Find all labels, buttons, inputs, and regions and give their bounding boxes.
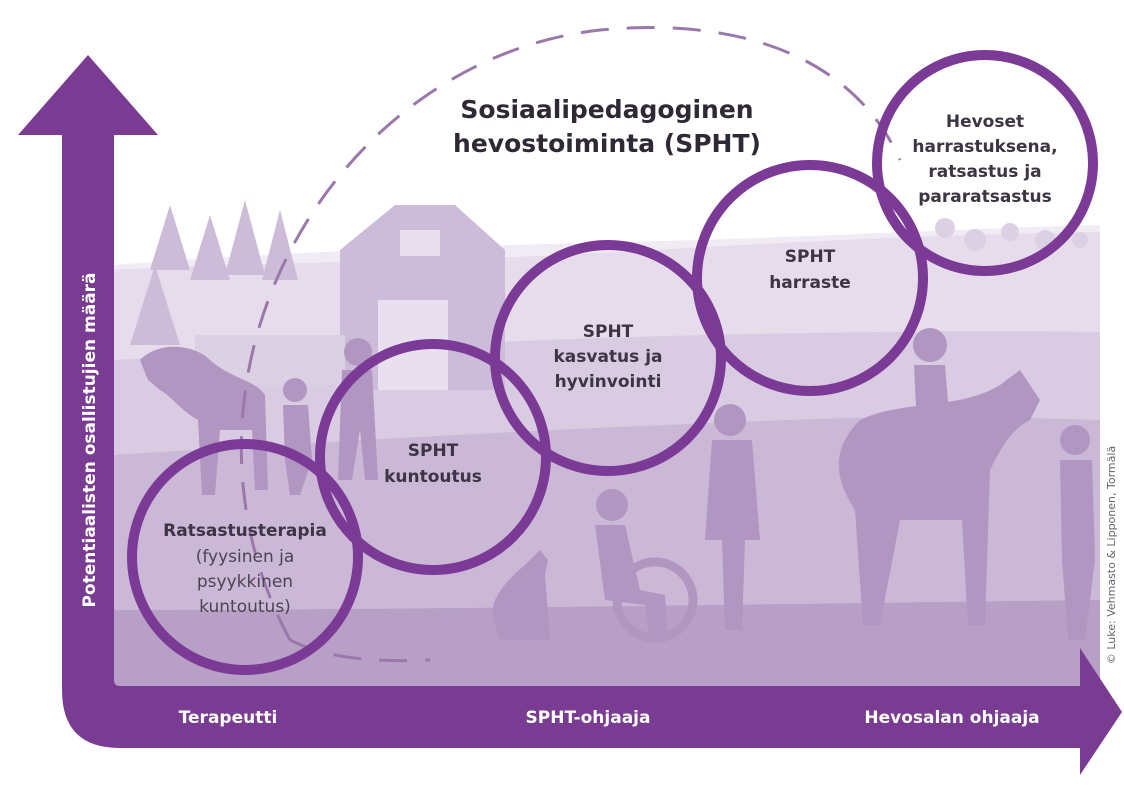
title-line-2: hevostoiminta (SPHT) bbox=[453, 129, 761, 158]
circle-5-line-2: harrastuksena, bbox=[912, 137, 1057, 157]
x-axis-label-spht-ohjaaja: SPHT-ohjaaja bbox=[526, 708, 651, 728]
foreground-field bbox=[112, 600, 1100, 690]
circle-3-line-2: kasvatus ja bbox=[553, 347, 662, 367]
people-horses-silhouettes bbox=[140, 328, 1095, 643]
y-axis-label: Potentiaalisten osallistujien määrä bbox=[80, 272, 100, 607]
dashed-arc bbox=[239, 26, 902, 641]
axis-arrow-shape bbox=[18, 55, 1122, 775]
circle-4-line-1: SPHT bbox=[785, 247, 836, 267]
circle-1-sub-2: psyykkinen bbox=[197, 572, 293, 592]
title-line-1: Sosiaalipedagoginen bbox=[460, 95, 753, 124]
circle-3-line-3: hyvinvointi bbox=[555, 372, 662, 392]
circle-1-sub-3: kuntoutus) bbox=[199, 597, 291, 617]
round-trees bbox=[935, 218, 1088, 251]
circle-3-line-1: SPHT bbox=[583, 322, 634, 342]
circle-1-sub-1: (fyysinen ja bbox=[196, 547, 295, 567]
circle-texts: Ratsastusterapia (fyysinen ja psyykkinen… bbox=[163, 112, 1057, 617]
circle-1-title: Ratsastusterapia bbox=[163, 521, 327, 541]
x-axis-label-terapeutti: Terapeutti bbox=[179, 708, 278, 728]
dashed-arc-lower bbox=[289, 638, 431, 663]
diagram-title: Sosiaalipedagoginen hevostoiminta (SPHT) bbox=[453, 95, 761, 158]
circle-5-line-1: Hevoset bbox=[946, 112, 1024, 132]
axes bbox=[18, 55, 1122, 775]
circle-spht-harraste bbox=[692, 160, 928, 396]
circle-2-line-1: SPHT bbox=[408, 441, 459, 461]
x-axis-label-hevosalan-ohjaaja: Hevosalan ohjaaja bbox=[864, 708, 1039, 728]
circle-spht-kasvatus bbox=[490, 240, 726, 476]
circle-ratsastusterapia bbox=[127, 439, 363, 675]
stage-circles bbox=[127, 50, 1098, 675]
circle-hevoset-harrastuksena bbox=[872, 50, 1098, 276]
circle-5-line-4: pararatsastus bbox=[918, 187, 1052, 207]
pine-trees bbox=[130, 200, 298, 345]
credit-text: © Luke: Vehmasto & Lipponen, Tormälä bbox=[1105, 446, 1118, 664]
circle-5-line-3: ratsastus ja bbox=[928, 162, 1041, 182]
circle-2-line-2: kuntoutus bbox=[384, 467, 482, 487]
circle-4-line-2: harraste bbox=[769, 273, 851, 293]
